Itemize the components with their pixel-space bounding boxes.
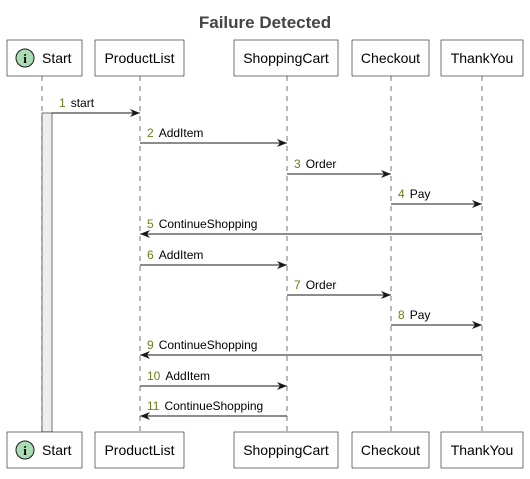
participant-productlist-bottom[interactable]: ProductList xyxy=(94,431,185,469)
participant-name: ShoppingCart xyxy=(243,442,329,458)
activation-bar-start xyxy=(41,112,53,433)
arrowhead-icon xyxy=(472,321,482,329)
message-label: ContinueShopping xyxy=(159,217,258,231)
message-number: 9 xyxy=(147,338,154,352)
message-4: 4 Pay xyxy=(391,187,482,208)
participant-box xyxy=(440,39,524,77)
message-number: 8 xyxy=(398,308,405,322)
message-11: 11 ContinueShopping xyxy=(140,399,287,420)
participant-start-top[interactable]: i Start xyxy=(6,39,83,77)
participant-shoppingcart-top[interactable]: ShoppingCart xyxy=(233,39,339,77)
participant-name: ThankYou xyxy=(451,442,514,458)
info-icon xyxy=(15,440,35,460)
participant-shoppingcart-bottom[interactable]: ShoppingCart xyxy=(233,431,339,469)
info-icon-letter: i xyxy=(23,443,27,458)
participant-checkout-top[interactable]: Checkout xyxy=(351,39,430,77)
arrowhead-icon xyxy=(130,109,140,117)
message-3: 3 Order xyxy=(287,157,391,178)
message-1: 1 start xyxy=(52,96,140,117)
message-label: AddItem xyxy=(159,126,204,140)
message-number: 2 xyxy=(147,126,154,140)
participant-box xyxy=(94,39,185,77)
message-number: 5 xyxy=(147,217,154,231)
arrowhead-icon xyxy=(381,291,391,299)
participant-box xyxy=(351,39,430,77)
arrowhead-icon xyxy=(472,200,482,208)
arrowhead-icon xyxy=(140,230,150,238)
message-5: 5 ContinueShopping xyxy=(140,217,482,238)
participant-box xyxy=(440,431,524,469)
message-number: 3 xyxy=(294,157,301,171)
participant-name: Start xyxy=(42,50,72,66)
participant-thankyou-top[interactable]: ThankYou xyxy=(440,39,524,77)
message-9: 9 ContinueShopping xyxy=(140,338,482,359)
message-2: 2 AddItem xyxy=(140,126,287,147)
arrowhead-icon xyxy=(277,382,287,390)
participant-box xyxy=(233,431,339,469)
message-label: AddItem xyxy=(159,248,204,262)
message-label: Order xyxy=(306,278,337,292)
participant-name: ThankYou xyxy=(451,50,514,66)
message-10: 10 AddItem xyxy=(140,369,287,390)
participant-checkout-bottom[interactable]: Checkout xyxy=(351,431,430,469)
message-number: 11 xyxy=(147,399,160,413)
message-7: 7 Order xyxy=(287,278,391,299)
participant-box xyxy=(94,431,185,469)
message-label: Pay xyxy=(410,187,431,201)
info-icon-letter: i xyxy=(23,51,27,66)
message-label: AddItem xyxy=(165,369,210,383)
participant-thankyou-bottom[interactable]: ThankYou xyxy=(440,431,524,469)
message-number: 4 xyxy=(398,187,405,201)
participant-name: Checkout xyxy=(361,50,420,66)
info-icon xyxy=(15,48,35,68)
message-label: Order xyxy=(306,157,337,171)
arrowhead-icon xyxy=(277,261,287,269)
participant-box xyxy=(233,39,339,77)
participant-name: ProductList xyxy=(104,50,174,66)
message-number: 1 xyxy=(59,96,66,110)
message-label: Pay xyxy=(410,308,431,322)
participant-name: ProductList xyxy=(104,442,174,458)
arrowhead-icon xyxy=(277,139,287,147)
participant-name: Start xyxy=(42,442,72,458)
participant-box xyxy=(351,431,430,469)
participant-name: Checkout xyxy=(361,442,420,458)
arrowhead-icon xyxy=(140,351,150,359)
message-number: 10 xyxy=(147,369,161,383)
message-number: 7 xyxy=(294,278,301,292)
message-6: 6 AddItem xyxy=(140,248,287,269)
message-label: start xyxy=(71,96,95,110)
diagram-title: Failure Detected xyxy=(199,13,331,32)
participant-start-bottom[interactable]: i Start xyxy=(6,431,83,469)
message-8: 8 Pay xyxy=(391,308,482,329)
arrowhead-icon xyxy=(140,412,150,420)
message-label: ContinueShopping xyxy=(159,338,258,352)
participant-productlist-top[interactable]: ProductList xyxy=(94,39,185,77)
arrowhead-icon xyxy=(381,170,391,178)
message-label: ContinueShopping xyxy=(164,399,263,413)
message-number: 6 xyxy=(147,248,154,262)
participant-name: ShoppingCart xyxy=(243,50,329,66)
